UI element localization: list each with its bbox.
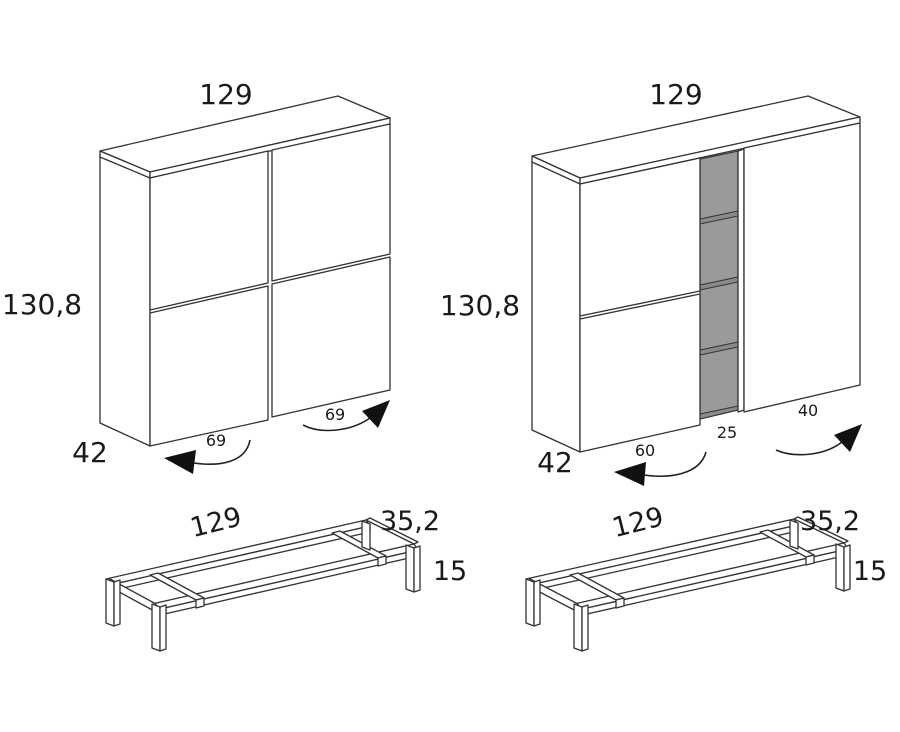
left-door-right-label: 69 — [325, 405, 345, 424]
right-base-frame — [525, 516, 851, 652]
left-door-left-label: 69 — [206, 431, 226, 450]
left-width-label: 129 — [199, 78, 252, 111]
right-door-right-label: 40 — [798, 401, 818, 420]
left-base-frame — [105, 517, 421, 652]
right-open-module-label: 25 — [717, 423, 737, 442]
right-door-right-swing-arrow — [775, 424, 862, 456]
right-door-left-label: 60 — [635, 441, 655, 460]
right-cabinet — [531, 95, 861, 453]
left-base-depth-label: 35,2 — [380, 506, 440, 537]
left-base-height-label: 15 — [433, 556, 467, 587]
left-door-right-swing-arrow — [302, 400, 390, 432]
left-door-left-swing-arrow — [164, 439, 251, 474]
right-door-bottom-left — [579, 293, 701, 453]
left-height-label: 130,8 — [2, 288, 82, 321]
left-depth-label: 42 — [72, 436, 108, 469]
left-cabinet-side — [99, 154, 151, 447]
right-cabinet-side — [531, 159, 581, 453]
left-cabinet — [99, 95, 391, 447]
right-door-left-swing-arrow — [614, 451, 707, 486]
right-depth-label: 42 — [537, 446, 573, 479]
left-base-width-label: 129 — [187, 501, 245, 544]
left-door-top-left — [149, 150, 269, 311]
right-base-height-label: 15 — [853, 556, 887, 587]
right-height-label: 130,8 — [440, 289, 520, 322]
right-base-width-label: 129 — [609, 501, 667, 544]
left-door-top-right — [271, 123, 391, 282]
right-door-tall — [743, 122, 861, 413]
left-door-bottom-right — [271, 256, 391, 418]
right-door-inner-edge — [737, 148, 745, 413]
right-door-top-left — [579, 157, 701, 317]
left-door-bottom-left — [149, 285, 269, 447]
right-base-depth-label: 35,2 — [800, 506, 860, 537]
right-width-label: 129 — [649, 78, 702, 111]
